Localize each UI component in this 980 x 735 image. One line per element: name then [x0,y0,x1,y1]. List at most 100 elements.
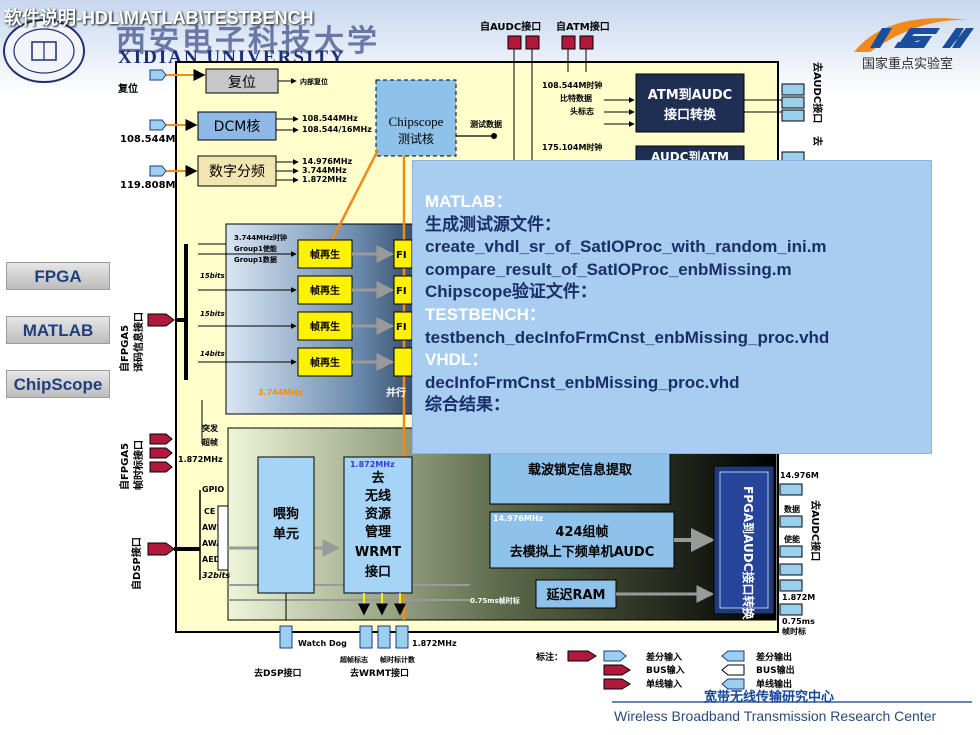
fifo-peek-1: FI [396,250,407,261]
group-data-label: Group1数据 [234,255,277,264]
wrmt-clk-label: 1.872MHz [350,460,395,469]
from-dsp-label: 自DSP接口 [130,537,143,590]
overlay-line: create_vhdl_sr_of_SatIOProc_with_random_… [425,237,827,257]
atm-audc-label-2: 接口转换 [664,107,717,123]
r-en-label: 使能 [783,534,800,544]
lab-name: 国家重点实验室 [862,57,954,72]
ms075-label: 0.75ms帧时标 [470,596,520,605]
fpga-button[interactable]: FPGA [6,262,110,290]
matlab-button[interactable]: MATLAB [6,316,110,344]
gpio-label: GPIO [202,485,224,494]
reset-block [205,68,279,94]
to-audc-right-label: 去AUDC接口 [809,500,822,561]
overlay-line: testbench_decInfoFrmCnst_enbMissing_proc… [425,327,830,347]
ce-label: CE [204,507,215,516]
parallel-peek: 并行 [386,386,406,399]
bits-15b: 15bits [200,310,225,318]
reset-in-label: 复位 [117,82,138,95]
overlay-line: MATLAB： [425,192,513,211]
frame424-label-2: 去模拟上下频单机AUDC [510,544,655,560]
overlay-line: TESTBENCH： [425,304,546,324]
overlay-line: Chipscope验证文件： [425,282,597,302]
frame-clk-label: 14.976MHz [493,514,544,523]
atm-clk-label: 108.544M时钟 [542,80,602,90]
from-fpga5-a2: 译码信息接口 [132,312,145,372]
wrmt-line-1: 去 [371,470,384,486]
center-name-en: Wireless Broadband Transmission Research… [614,708,937,724]
wrmt-line-3: 资源 [365,506,391,522]
dcm-out-2: 108.544/16MHz [302,125,372,134]
r-ms-label: 0.75ms [782,617,815,626]
wrmt-line-2: 无线 [364,488,391,504]
group-en-label: Group1使能 [234,244,277,253]
bits-14: 14bits [200,350,225,358]
freq-div-label: 数字分频 [209,164,265,180]
chipscope-label-2: 测试核 [398,131,434,146]
to-audc-top-peek: 去 [811,136,824,146]
university-seal-icon [3,19,85,83]
fpga-audc-label: FPGA到AUDC接口转换 [741,486,756,621]
overlay-line: 综合结果： [425,395,510,415]
watchdog-out-label: Watch Dog [298,639,347,648]
bits-32: 32bits [202,571,230,580]
overlay-line: 生成测试源文件： [425,214,561,234]
legend-title: 标注： [535,651,563,663]
superframe-marker: 超帧标志 [340,655,368,664]
from-fpga5-a: 自FPGA5 [118,325,131,372]
to-audc-top-label: 去AUDC接口 [811,62,824,123]
reset-block-label: 复位 [228,74,256,91]
legend-diff-out: 差分输出 [756,651,792,663]
div-out-3: 1.872MHz [302,175,347,184]
group-clk-label: 3.744MHz时钟 [234,233,287,242]
from-atm-label: 自ATM接口 [556,20,610,33]
carrier-label: 载波锁定信息提取 [528,462,633,478]
software-info-panel: MATLAB： 生成测试源文件： create_vhdl_sr_of_SatIO… [412,160,932,454]
from-fpga5-b: 自FPGA5 [118,443,131,490]
atm-head-label: 头标志 [570,106,594,116]
legend-bus-in: BUS输入 [646,664,685,676]
dcm-out-1: 108.544MHz [302,114,358,123]
frame-regen-3: 帧再生 [310,320,340,333]
watchdog-label-1: 喂狗 [273,506,299,522]
r-data-label: 数据 [784,504,800,514]
delay-ram-label: 延迟RAM [545,587,605,603]
fifo-peek-3: FI [396,322,407,333]
overlay-line: VHDL： [425,350,489,370]
atm-bit-label: 比特数据 [560,93,592,103]
to-dsp-label: 去DSP接口 [254,667,302,679]
isn-logo-icon [854,18,974,52]
frame-regen-4: 帧再生 [310,356,340,369]
wrmt-line-5: WRMT [355,545,401,560]
chipscope-block [375,79,457,157]
frame-regen-2: 帧再生 [310,284,340,297]
awa-label: AWA [202,539,223,548]
chipscope-button[interactable]: ChipScope [6,370,110,398]
clk108-label: 108.544M [120,134,176,145]
fifo-peek-2: FI [396,286,407,297]
r-ms2-label: 帧时标 [782,626,806,636]
legend-single-in: 单线输入 [646,678,682,690]
slide-title: 软件说明-HDL\MATLAB\TESTBENCH [4,8,314,28]
div-out-2: 3.744MHz [302,166,347,175]
overlay-line: compare_result_of_SatIOProc_enbMissing.m [425,259,792,279]
overlay-line: decInfoFrmCnst_enbMissing_proc.vhd [425,372,740,392]
dcm-block-label: DCM核 [214,119,261,135]
to-wrmt-label: 去WRMT接口 [350,667,409,679]
clk1872-label: 1.872MHz [178,455,223,464]
legend-bus-out: BUS输出 [756,664,795,676]
r-clk2-label: 1.872M [782,593,815,602]
sudden-label: 突发 [202,423,219,433]
from-fpga5-b2: 帧时标接口 [132,440,145,490]
frame424-label-1: 424组帧 [555,524,608,540]
clk175-label: 175.104M时钟 [542,142,602,152]
footer-divider [612,701,972,703]
frame-regen-1: 帧再生 [310,248,340,261]
wrmt-out-clk: 1.872MHz [412,639,457,648]
superframe-label: 超帧 [201,437,218,447]
chipscope-label-1: Chipscope [389,114,444,129]
atm-audc-block [635,73,745,133]
dcm-block [197,111,277,141]
legend-single-out: 单线输出 [756,678,792,690]
university-name-cn: 西安电子科技大学 [116,24,380,59]
inner-reset-label: 内部复位 [300,77,328,86]
